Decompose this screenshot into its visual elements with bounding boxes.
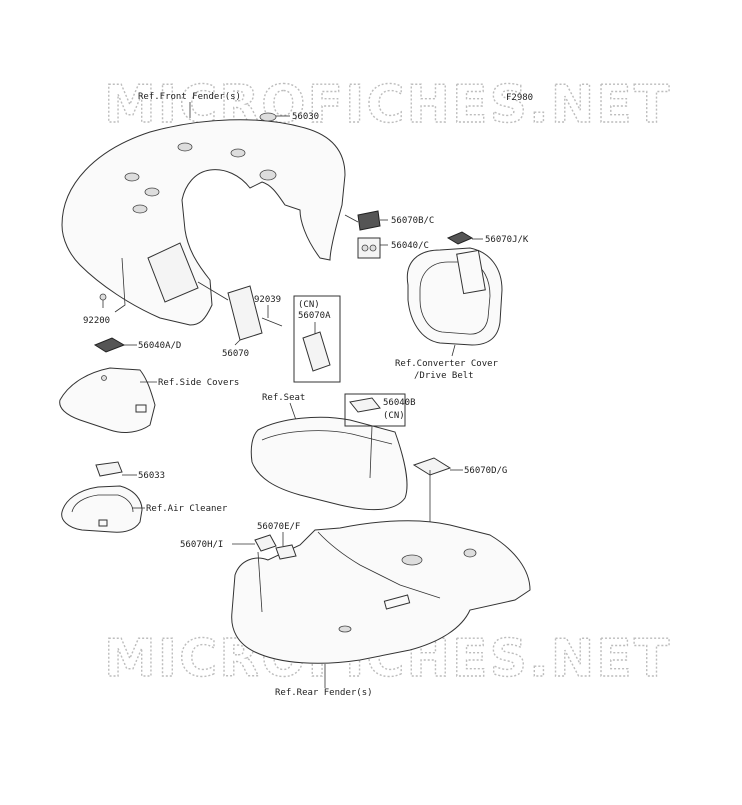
leader-56070b	[197, 281, 229, 301]
cn-box	[293, 295, 341, 383]
part-56030: 56030	[292, 112, 319, 122]
ref-rear-fender: Ref.Rear Fender(s)	[275, 688, 373, 698]
decal-56040c-dot1	[361, 244, 369, 252]
leader-56070hi-b	[257, 551, 263, 613]
cn-box-56040b	[344, 393, 406, 427]
ref-air-cleaner: Ref.Air Cleaner	[146, 504, 228, 514]
side-cover-part	[59, 367, 156, 433]
part-92039: 92039	[254, 295, 281, 305]
decal-56070dg	[412, 457, 452, 476]
figure-code: F2980	[506, 93, 533, 103]
ref-front-fender: Ref.Front Fender(s)	[138, 92, 241, 102]
rivet-92039	[261, 317, 283, 327]
air-cleaner-part	[61, 485, 143, 533]
part-92200: 92200	[83, 316, 110, 326]
decal-56040c	[357, 237, 381, 259]
ref-side-covers: Ref.Side Covers	[158, 378, 239, 388]
part-56040b: 56040B	[383, 398, 416, 408]
ref-seat: Ref.Seat	[262, 393, 305, 403]
leader-seat	[289, 402, 297, 421]
front-fender-part	[61, 119, 346, 326]
rear-fender-part	[231, 520, 531, 664]
decal-56070jk	[446, 231, 474, 245]
decal-56070hi	[254, 534, 277, 552]
part-56070hi: 56070H/I	[180, 540, 223, 550]
decal-56070ef	[275, 544, 297, 560]
part-56070dg: 56070D/G	[464, 466, 507, 476]
part-56070ef: 56070E/F	[257, 522, 300, 532]
leader-fender-bc	[344, 214, 359, 223]
part-56070bc: 56070B/C	[391, 216, 434, 226]
part-56040ad: 56040A/D	[138, 341, 181, 351]
part-56040c: 56040/C	[391, 241, 429, 251]
part-56040b-cn: (CN)	[383, 411, 405, 421]
decal-56040ad	[93, 337, 126, 353]
decal-56040b	[349, 397, 381, 413]
ref-converter-cover-1: Ref.Converter Cover	[395, 359, 499, 369]
leader-56070	[234, 339, 241, 346]
decal-56070	[227, 285, 263, 341]
part-56070: 56070	[222, 349, 249, 359]
leader-56040b	[369, 425, 373, 479]
ref-converter-cover-2: /Drive Belt	[414, 371, 474, 381]
decal-56040c-dot2	[369, 244, 377, 252]
seat-part	[250, 416, 408, 511]
leader-92200b	[114, 257, 126, 313]
leader-converter	[451, 344, 456, 357]
decal-56070bc	[357, 210, 381, 231]
converter-cover-part	[406, 247, 503, 346]
part-56070a: 56070A	[298, 311, 331, 321]
clip-92200	[99, 293, 107, 301]
part-56033: 56033	[138, 471, 165, 481]
decal-56033	[95, 461, 123, 477]
decal-56070a	[302, 331, 331, 372]
cn-box-tag: (CN)	[298, 300, 320, 310]
part-56070jk: 56070J/K	[485, 235, 529, 245]
grommet-56030	[259, 112, 277, 122]
